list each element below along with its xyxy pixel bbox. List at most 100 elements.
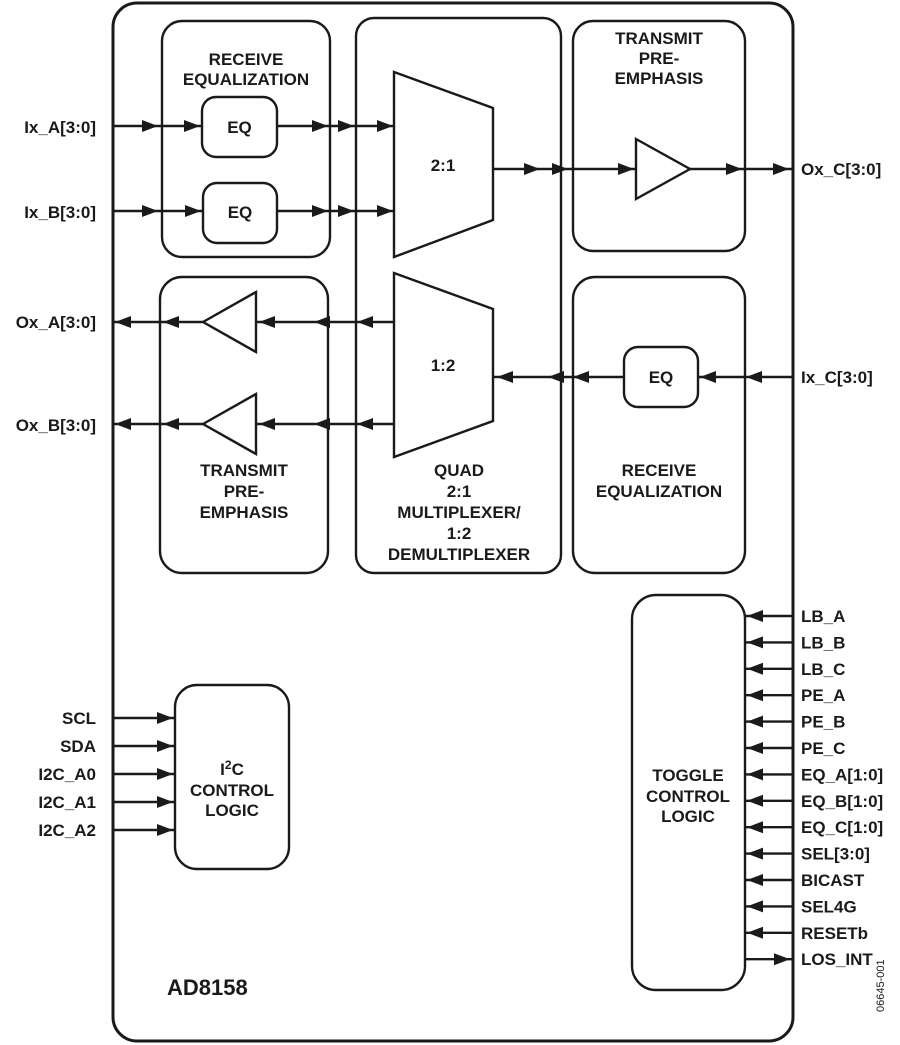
toggle-pin-label: RESETb bbox=[801, 924, 868, 943]
eq-a-label: EQ bbox=[227, 118, 252, 137]
tx-pe-ab-title-2: PRE- bbox=[224, 482, 265, 501]
arrow-icon bbox=[548, 371, 564, 383]
arrow-icon bbox=[773, 163, 789, 175]
arrow-icon bbox=[338, 205, 354, 217]
eq-c-label: EQ bbox=[649, 368, 674, 387]
arrow-icon bbox=[747, 662, 763, 675]
arrow-icon bbox=[163, 418, 179, 430]
eq-b-label: EQ bbox=[228, 203, 253, 222]
arrow-icon bbox=[747, 900, 763, 913]
figure-id: 06645-001 bbox=[875, 959, 887, 1012]
arrow-icon bbox=[115, 316, 131, 328]
pin-ix-b: Ix_B[3:0] bbox=[24, 203, 96, 222]
arrow-icon bbox=[157, 824, 173, 836]
arrow-icon bbox=[338, 120, 354, 132]
tx-pe-c-title-1: TRANSMIT bbox=[615, 29, 703, 48]
part-number: AD8158 bbox=[167, 975, 248, 1000]
i2c-control-block: I2C CONTROL LOGIC bbox=[173, 683, 291, 871]
toggle-pin-label: LB_A bbox=[801, 607, 845, 626]
arrow-icon bbox=[726, 163, 742, 175]
arrow-icon bbox=[747, 610, 763, 622]
arrow-icon bbox=[747, 821, 763, 834]
arrow-icon bbox=[377, 120, 393, 132]
arrow-icon bbox=[157, 796, 173, 808]
buffer-b-icon bbox=[200, 391, 258, 457]
arrow-icon bbox=[142, 120, 158, 132]
arrow-icon bbox=[747, 847, 763, 860]
mux-title-1: QUAD bbox=[434, 461, 484, 480]
mux-demux-block: 2:1 1:2 QUAD 2:1 MULTIPLEXER/ 1:2 DEMULT… bbox=[354, 16, 563, 575]
pin-ox-c: Ox_C[3:0] bbox=[801, 160, 881, 179]
toggle-pin-label: EQ_B[1:0] bbox=[801, 792, 883, 811]
pin-ox-b: Ox_B[3:0] bbox=[16, 416, 96, 435]
arrow-icon bbox=[142, 205, 158, 217]
arrow-icon bbox=[747, 742, 763, 754]
arrow-icon bbox=[618, 163, 634, 175]
arrow-icon bbox=[259, 316, 275, 328]
mux-2to1-icon bbox=[392, 70, 495, 259]
tx-pe-c-title-3: EMPHASIS bbox=[615, 69, 704, 88]
signal-wires bbox=[113, 120, 793, 430]
i2c-title-2: CONTROL bbox=[190, 781, 274, 800]
arrow-icon bbox=[774, 953, 790, 966]
tx-pe-ab-title-1: TRANSMIT bbox=[200, 461, 288, 480]
arrow-icon bbox=[163, 316, 179, 328]
arrow-icon bbox=[747, 926, 763, 939]
mux-label: 2:1 bbox=[431, 156, 456, 175]
mux-title-4: 1:2 bbox=[447, 524, 472, 543]
i2c-title-1: I2C bbox=[220, 758, 244, 779]
arrow-icon bbox=[314, 418, 330, 430]
arrow-icon bbox=[185, 205, 201, 217]
toggle-pin-label: EQ_A[1:0] bbox=[801, 765, 883, 784]
rx-eq-c-title-1: RECEIVE bbox=[622, 461, 697, 480]
rx-eq-ab-title-1: RECEIVE bbox=[209, 50, 284, 69]
toggle-pin-label: BICAST bbox=[801, 871, 865, 890]
mux-title-2: 2:1 bbox=[447, 482, 472, 501]
toggle-pin-label: PE_C bbox=[801, 739, 845, 758]
eq-b-box bbox=[201, 181, 279, 245]
arrow-icon bbox=[497, 371, 513, 383]
mux-title-5: DEMULTIPLEXER bbox=[388, 545, 530, 564]
arrow-icon bbox=[259, 418, 275, 430]
arrow-icon bbox=[314, 316, 330, 328]
arrow-icon bbox=[747, 794, 763, 807]
rx-eq-ab-title-2: EQUALIZATION bbox=[183, 70, 309, 89]
arrow-icon bbox=[157, 712, 173, 724]
tx-pe-c-title-2: PRE- bbox=[639, 49, 680, 68]
toggle-pin-label: SEL[3:0] bbox=[801, 845, 870, 864]
toggle-pin-label: PE_B bbox=[801, 713, 845, 732]
rx-eq-ab-block: RECEIVE EQUALIZATION EQ EQ bbox=[160, 19, 332, 259]
arrow-icon bbox=[747, 636, 763, 649]
arrow-icon bbox=[552, 163, 568, 175]
chip-outline bbox=[111, 1, 795, 1043]
demux-1to2-icon bbox=[392, 271, 495, 459]
toggle-pin-label: LB_C bbox=[801, 660, 845, 679]
i2c-pin-label: SCL bbox=[62, 709, 96, 728]
rx-eq-c-block: EQ RECEIVE EQUALIZATION bbox=[571, 275, 747, 575]
arrow-icon bbox=[747, 689, 763, 702]
arrow-icon bbox=[700, 371, 716, 383]
arrow-icon bbox=[747, 715, 763, 728]
pin-ix-c: Ix_C[3:0] bbox=[801, 368, 873, 387]
i2c-pin-label: SDA bbox=[60, 737, 96, 756]
arrow-icon bbox=[746, 371, 762, 383]
arrow-icon bbox=[312, 120, 328, 132]
buffer-c-icon bbox=[634, 136, 693, 202]
arrow-icon bbox=[312, 205, 328, 217]
arrow-icon bbox=[115, 418, 131, 430]
arrow-icon bbox=[157, 740, 173, 752]
mux-title-3: MULTIPLEXER/ bbox=[397, 503, 521, 522]
i2c-pin-label: I2C_A0 bbox=[38, 765, 96, 784]
toggle-pin-label: EQ_C[1:0] bbox=[801, 818, 883, 837]
toggle-title-2: CONTROL bbox=[646, 787, 730, 806]
toggle-pin-label: LOS_INT bbox=[801, 950, 873, 969]
arrow-icon bbox=[377, 205, 393, 217]
toggle-pin-group: LB_ALB_BLB_CPE_APE_BPE_CEQ_A[1:0]EQ_B[1:… bbox=[745, 607, 883, 969]
rx-eq-c-title-2: EQUALIZATION bbox=[596, 482, 722, 501]
tx-pe-c-block: TRANSMIT PRE- EMPHASIS bbox=[571, 19, 747, 253]
toggle-control-block: TOGGLE CONTROL LOGIC bbox=[630, 593, 747, 992]
arrow-icon bbox=[747, 768, 763, 781]
arrow-icon bbox=[747, 874, 763, 886]
